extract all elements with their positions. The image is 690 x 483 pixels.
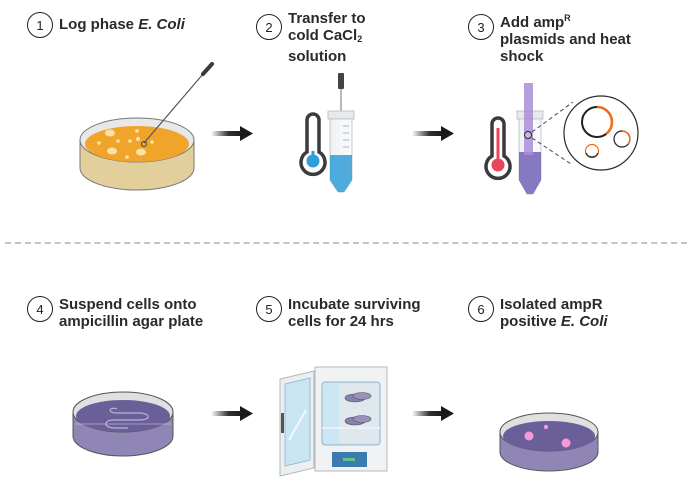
step-number-badge: 1	[27, 12, 53, 38]
conical-tube-blue-icon	[327, 73, 355, 193]
label-subscript: 2	[357, 34, 363, 44]
label-text: solution	[288, 48, 347, 65]
step-number-badge: 2	[256, 14, 282, 40]
step-1-header: 1 Log phase E. Coli	[27, 12, 185, 38]
label-text: ampicillin agar plate	[59, 313, 204, 330]
label-text: plasmids and heat	[500, 31, 631, 48]
arrow-right-icon	[412, 126, 454, 141]
petri-dish-orange-icon	[79, 62, 214, 191]
magnified-plasmids-icon	[531, 95, 639, 171]
step-number-badge: 4	[27, 296, 53, 322]
label-text: Isolated ampR	[500, 296, 603, 313]
step-number-badge: 6	[468, 296, 494, 322]
arrow-right-icon	[211, 406, 253, 421]
thermometer-hot-icon	[484, 116, 512, 181]
label-text: Add amp	[500, 14, 565, 31]
label-text: shock	[500, 48, 544, 65]
label-text: cells for 24 hrs	[288, 313, 394, 330]
label-text: Incubate surviving	[288, 296, 421, 313]
label-text: Log phase	[59, 16, 139, 33]
step-number-badge: 5	[256, 296, 282, 322]
label-text: Suspend cells onto	[59, 296, 197, 313]
thermometer-cold-icon	[299, 112, 327, 177]
label-superscript: R	[564, 13, 571, 23]
incubator-icon	[279, 366, 388, 477]
arrow-right-icon	[412, 406, 454, 421]
step-1-label: Log phase E. Coli	[59, 16, 185, 33]
conical-tube-purple-icon	[516, 83, 544, 195]
agar-plate-streak-icon	[72, 391, 174, 457]
arrow-right-icon	[211, 126, 253, 141]
label-text: Transfer to	[288, 10, 366, 27]
label-text: cold CaCl	[288, 27, 358, 44]
label-italic-text: E. Coli	[560, 313, 608, 330]
agar-plate-colonies-icon	[499, 412, 599, 472]
step-number-badge: 3	[468, 14, 494, 40]
label-italic-text: E. Coli	[138, 16, 185, 33]
section-divider	[5, 242, 687, 244]
label-text: positive	[500, 313, 561, 330]
